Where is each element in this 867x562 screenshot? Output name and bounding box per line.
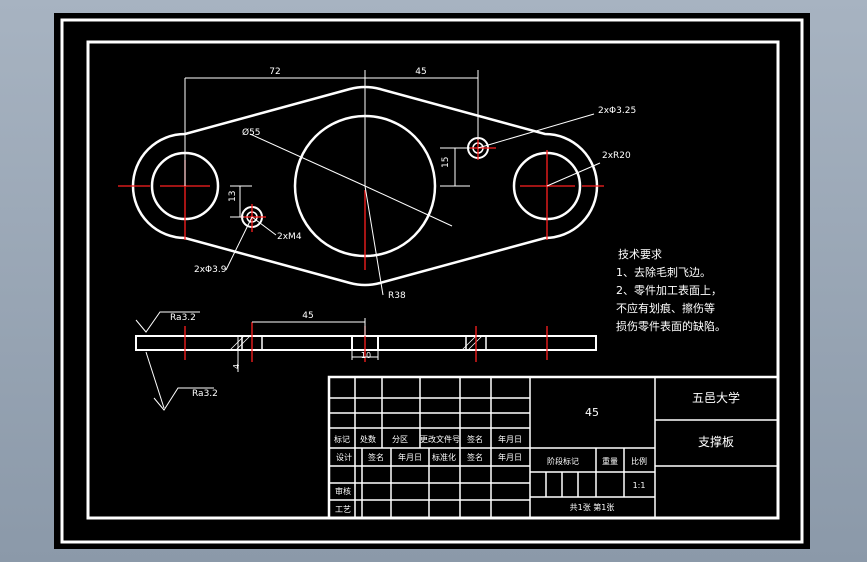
dim-diameter-55: Ø55 <box>242 127 261 138</box>
tb-label-scale: 比例 <box>631 456 647 466</box>
tb-label-date3: 年月日 <box>498 452 522 462</box>
outer-frame <box>60 18 804 544</box>
tech-req-heading: 技术要求 <box>618 248 662 261</box>
tech-req-line-1: 1、去除毛刺飞边。 <box>616 265 711 279</box>
callout-2xm4: 2xM4 <box>277 232 302 242</box>
part-name: 支撑板 <box>698 434 734 449</box>
tb-label-review: 审核 <box>335 486 351 496</box>
roughness-top-label: Ra3.2 <box>170 313 196 323</box>
tb-label-date2: 年月日 <box>398 452 422 462</box>
title-block[interactable]: 45 五邑大学 支撑板 标记 处数 分区 更改文件号 签名 年月日 设计 签名 … <box>327 375 780 520</box>
roughness-symbol-top <box>135 311 200 333</box>
tb-label-sign2: 签名 <box>368 452 384 462</box>
tech-req-line-2: 2、零件加工表面上， <box>616 283 722 297</box>
tb-label-sign: 签名 <box>467 434 483 444</box>
section-view[interactable]: 45 10 4 Ra3.2 Ra3.2 <box>135 311 597 411</box>
section-center-lines <box>184 322 548 362</box>
roughness-symbol-bottom <box>145 351 214 411</box>
tb-label-marks: 标记 <box>334 434 350 444</box>
tb-label-stage-mark: 阶段标记 <box>547 456 579 466</box>
tb-label-sign3: 签名 <box>467 452 483 462</box>
tb-scale-value: 1:1 <box>633 481 646 490</box>
university-name: 五邑大学 <box>692 390 740 405</box>
tb-label-standardize: 标准化 <box>432 452 456 462</box>
tb-label-zone: 分区 <box>392 435 408 444</box>
tb-label-count: 处数 <box>360 434 376 444</box>
material-label: 45 <box>585 406 599 419</box>
title-block-grid <box>329 377 778 518</box>
callout-2x3-25: 2xΦ3.25 <box>598 106 636 116</box>
tb-label-weight: 重量 <box>602 456 618 466</box>
callout-2x3-9: 2xΦ3.9 <box>194 265 227 275</box>
tb-label-design: 设计 <box>336 452 352 462</box>
section-dimension-lines <box>237 318 379 372</box>
tb-label-process: 工艺 <box>335 505 351 514</box>
dim-15: 15 <box>441 157 451 168</box>
part-outline <box>131 85 599 287</box>
dim-radius-38: R38 <box>388 291 406 301</box>
roughness-bottom-label: Ra3.2 <box>192 389 218 399</box>
tb-label-change-doc: 更改文件号 <box>420 434 460 444</box>
section-dim-4: 4 <box>232 364 241 369</box>
drawing-sheet <box>54 13 810 549</box>
technical-requirements: 技术要求 1、去除毛刺飞边。 2、零件加工表面上， 不应有划痕、擦伤等 损伤零件… <box>616 248 726 333</box>
dim-13: 13 <box>228 191 238 202</box>
section-dim-45: 45 <box>302 311 313 321</box>
dimension-lines <box>184 70 601 296</box>
plan-view[interactable]: 72 45 15 13 Ø55 R38 2xΦ3.25 2xR20 2xM4 2… <box>118 67 636 301</box>
tech-req-line-4: 损伤零件表面的缺陷。 <box>616 319 726 333</box>
section-dim-10: 10 <box>361 351 371 360</box>
tech-req-line-3: 不应有划痕、擦伤等 <box>616 301 715 315</box>
dim-72: 72 <box>269 67 280 77</box>
dim-45: 45 <box>415 67 426 77</box>
tb-label-date: 年月日 <box>498 434 522 444</box>
tb-label-sheets: 共1张 第1张 <box>570 502 615 512</box>
callout-2xr20: 2xR20 <box>602 151 631 161</box>
